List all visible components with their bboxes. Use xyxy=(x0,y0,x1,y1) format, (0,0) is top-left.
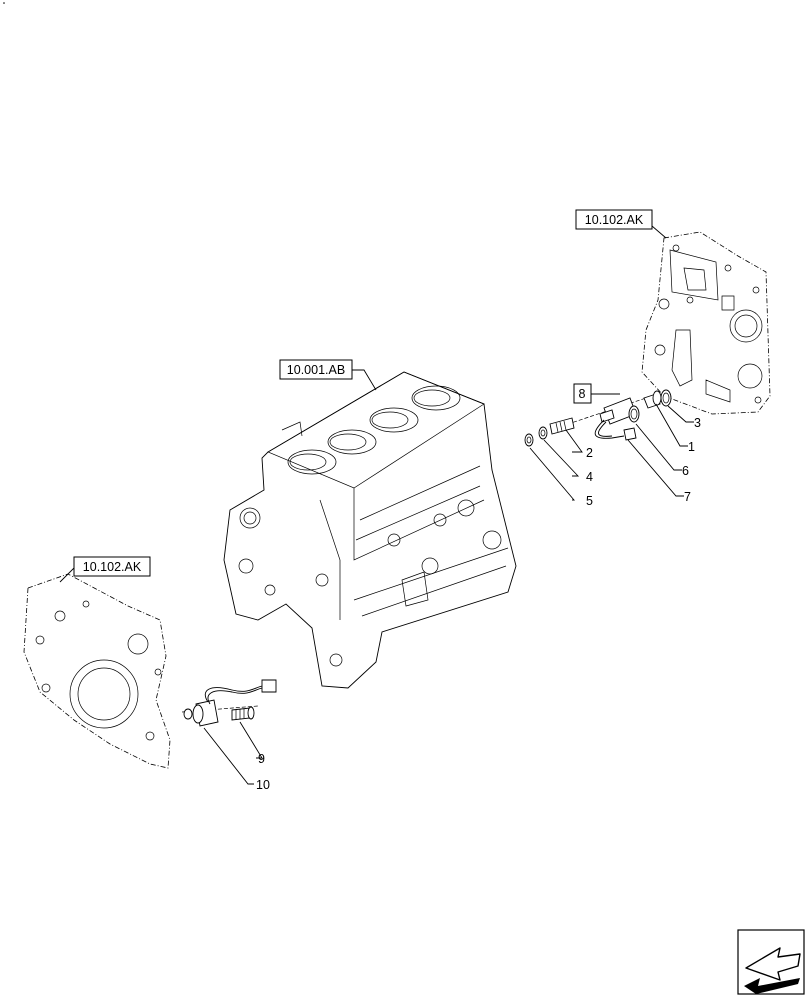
callout-6: 6 xyxy=(682,464,689,478)
leader-ref-top-right xyxy=(651,225,667,239)
callout-2: 2 xyxy=(586,446,593,460)
ref-kit-8-label[interactable]: 8 xyxy=(579,387,586,401)
sensor-assembly-left xyxy=(181,679,277,727)
ref-top-right-label[interactable]: 10.102.AK xyxy=(585,213,644,227)
callout-3: 3 xyxy=(694,416,701,430)
ref-engine-block[interactable]: 10.001.AB xyxy=(279,359,353,380)
callout-1: 1 xyxy=(688,440,695,454)
engine-block xyxy=(223,371,517,689)
ref-kit-8[interactable]: 8 xyxy=(573,383,592,404)
ref-left-label[interactable]: 10.102.AK xyxy=(83,560,142,574)
leader-ref-left xyxy=(59,567,75,583)
callout-4: 4 xyxy=(586,470,593,484)
callout-10: 10 xyxy=(256,778,270,792)
ref-left[interactable]: 10.102.AK xyxy=(73,556,151,577)
rear-timing-cover-phantom xyxy=(641,231,771,415)
ref-top-right[interactable]: 10.102.AK xyxy=(575,209,653,230)
ref-engine-block-label[interactable]: 10.001.AB xyxy=(287,363,345,377)
callout-9: 9 xyxy=(258,752,265,766)
corner-mark xyxy=(3,2,5,4)
leader-ref-engine-block xyxy=(352,369,377,391)
front-timing-cover-phantom xyxy=(23,573,171,769)
callout-5: 5 xyxy=(586,494,593,508)
callout-7: 7 xyxy=(684,490,691,504)
callout-leaders xyxy=(203,403,694,785)
next-page-arrow-icon[interactable] xyxy=(737,929,805,995)
sensor-assembly-right xyxy=(524,389,672,447)
